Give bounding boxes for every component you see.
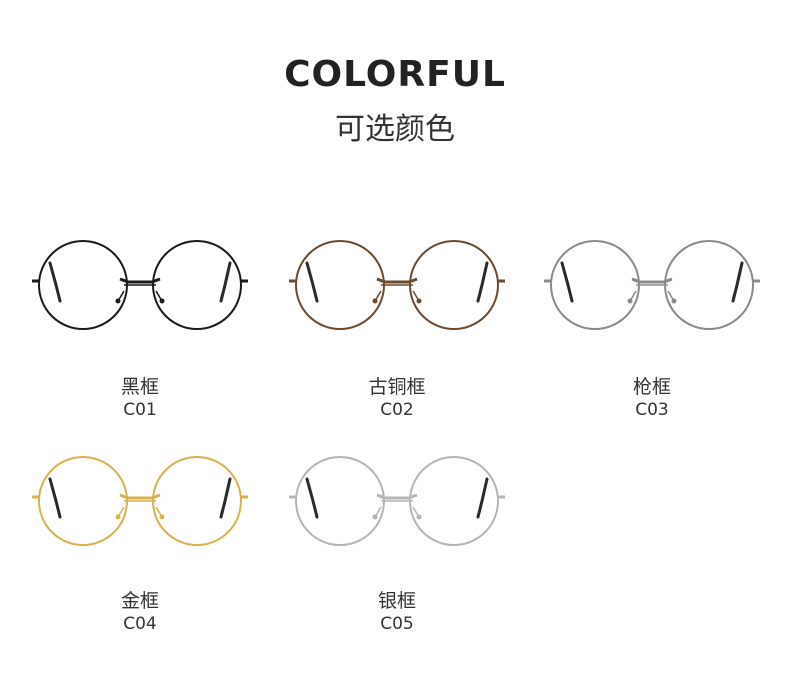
page-title: COLORFUL	[284, 54, 506, 95]
left-lens-rim	[295, 240, 385, 330]
product-name: 枪框	[632, 376, 671, 398]
left-temple-tip	[305, 261, 319, 303]
product-item-c05[interactable]: 银框 C05	[277, 451, 517, 641]
left-pad-arm	[374, 290, 382, 302]
left-pad-arm	[117, 506, 125, 518]
product-code: C03	[635, 400, 669, 420]
glasses-image	[289, 456, 505, 546]
product-item-c02[interactable]: 古铜框 C02	[277, 235, 517, 425]
left-temple-tip	[48, 261, 62, 303]
product-code: C05	[380, 614, 414, 634]
right-pad-arm	[155, 290, 163, 302]
left-lens-rim	[38, 240, 128, 330]
right-pad-arm	[155, 506, 163, 518]
glasses-image	[289, 240, 505, 330]
product-code: C02	[380, 400, 414, 420]
glasses-image	[32, 456, 248, 546]
left-lens-rim	[38, 456, 128, 546]
right-lens-rim	[152, 240, 242, 330]
left-temple-tip	[48, 477, 62, 519]
right-temple-tip	[731, 261, 744, 303]
right-pad-arm	[667, 290, 675, 302]
right-pad-arm	[412, 506, 420, 518]
glasses-image	[544, 240, 760, 330]
left-temple-tip	[560, 261, 574, 303]
right-lens-rim	[409, 456, 499, 546]
product-name: 银框	[377, 590, 416, 612]
product-item-c01[interactable]: 黑框 C01	[20, 235, 260, 425]
right-temple-tip	[476, 261, 489, 303]
right-temple-tip	[476, 477, 489, 519]
left-pad-arm	[629, 290, 637, 302]
bridge	[376, 277, 418, 284]
right-pad-arm	[412, 290, 420, 302]
product-code: C04	[123, 614, 157, 634]
right-lens-rim	[409, 240, 499, 330]
right-lens-rim	[664, 240, 754, 330]
left-lens-rim	[295, 456, 385, 546]
right-lens-rim	[152, 456, 242, 546]
product-name: 黑框	[120, 376, 159, 398]
right-temple-tip	[219, 477, 232, 519]
product-name: 古铜框	[368, 376, 426, 398]
left-pad-arm	[374, 506, 382, 518]
left-pad-arm	[117, 290, 125, 302]
left-lens-rim	[550, 240, 640, 330]
glasses-image	[32, 240, 248, 330]
product-code: C01	[123, 400, 157, 420]
product-item-c03[interactable]: 枪框 C03	[532, 235, 772, 425]
bridge	[119, 277, 161, 284]
right-temple-tip	[219, 261, 232, 303]
bridge	[119, 493, 161, 500]
bridge	[631, 277, 673, 284]
left-temple-tip	[305, 477, 319, 519]
page-subtitle: 可选颜色	[335, 112, 455, 147]
product-item-c04[interactable]: 金框 C04	[20, 451, 260, 641]
product-name: 金框	[120, 590, 159, 612]
bridge	[376, 493, 418, 500]
